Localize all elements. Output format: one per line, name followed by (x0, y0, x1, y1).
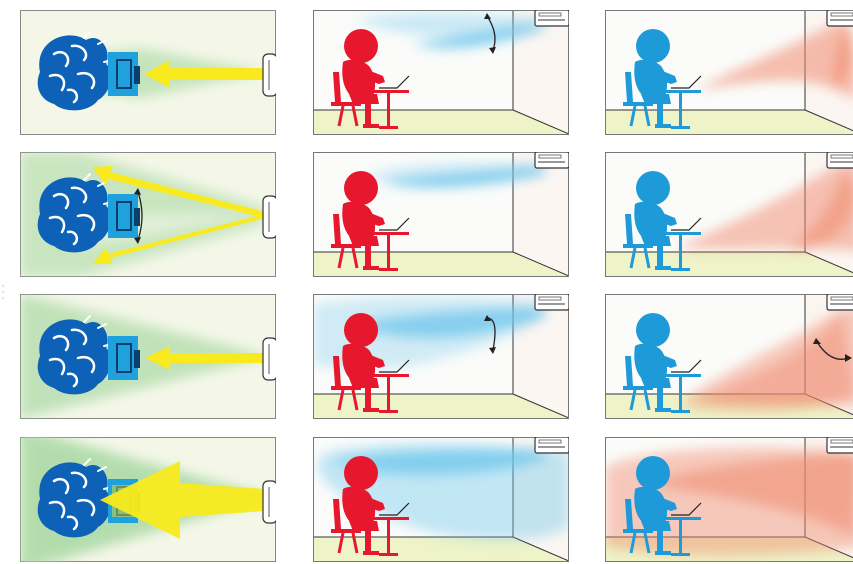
desk-icon (108, 52, 140, 96)
air-conditioner-icon (535, 437, 569, 453)
air-conditioner-icon (263, 54, 276, 96)
air-conditioner-icon (535, 152, 569, 168)
cooling-panel-3 (313, 294, 569, 419)
cooling-panel-2 (313, 152, 569, 277)
air-conditioner-icon (827, 294, 853, 310)
heating-panel-2 (605, 152, 853, 277)
desk-icon (108, 336, 140, 380)
cooling-panel-1 (313, 10, 569, 135)
scroll-dots (0, 280, 10, 304)
air-conditioner-icon (827, 437, 853, 453)
air-conditioner-icon (535, 294, 569, 310)
heating-panel-1 (605, 10, 853, 135)
top-view-panel-1 (20, 10, 276, 135)
air-conditioner-icon (263, 338, 276, 380)
air-conditioner-icon (827, 152, 853, 168)
top-view-panel-3 (20, 294, 276, 419)
cooling-panel-4 (313, 437, 569, 562)
air-conditioner-icon (263, 196, 276, 238)
desk-icon (108, 194, 140, 238)
heating-panel-3 (605, 294, 853, 419)
top-view-panel-2 (20, 152, 276, 277)
top-view-panel-4 (20, 437, 276, 562)
heating-panel-4 (605, 437, 853, 562)
air-conditioner-icon (827, 10, 853, 26)
air-conditioner-icon (535, 10, 569, 26)
air-conditioner-icon (263, 481, 276, 523)
